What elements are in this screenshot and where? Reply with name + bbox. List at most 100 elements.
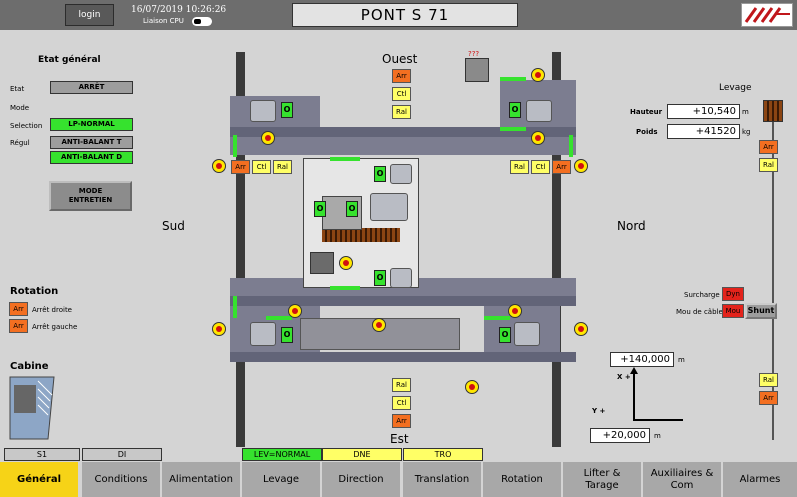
trolley-motor-top	[390, 164, 412, 184]
unknown-label: ???	[468, 50, 480, 58]
status-lev: LEV=NORMAL	[242, 448, 322, 461]
hauteur-unit: m	[742, 108, 749, 116]
sud-ctl-tag: Ctl	[252, 160, 271, 174]
limit-strip-4	[500, 77, 526, 81]
sensor-1	[261, 131, 275, 145]
direction-ouest: Ouest	[382, 52, 418, 66]
tab-conditions[interactable]: Conditions	[82, 462, 162, 497]
limit-strip-1	[233, 135, 237, 157]
tab-alimentation[interactable]: Alimentation	[162, 462, 242, 497]
axis-x-arrowhead	[630, 367, 638, 374]
levage-cable	[772, 122, 774, 440]
position-y-unit: m	[654, 432, 661, 440]
o-status-trolley-mid: O	[346, 201, 358, 217]
direction-nord: Nord	[617, 219, 646, 233]
poids-unit: kg	[742, 128, 751, 136]
sensor-6	[339, 256, 353, 270]
o-status-trolley-bottom: O	[374, 270, 386, 286]
tab-rotation[interactable]: Rotation	[483, 462, 563, 497]
sensor-10	[372, 318, 386, 332]
o-status-top-right: O	[509, 102, 521, 118]
status-di: DI	[82, 448, 162, 461]
trolley-block	[310, 252, 334, 274]
axis-x-arrow	[633, 372, 635, 420]
limit-strip-7	[484, 316, 510, 320]
limit-strip-2	[569, 135, 573, 157]
tab-alarmes[interactable]: Alarmes	[723, 462, 797, 497]
levage-arr-top-tag: Arr	[759, 140, 778, 154]
rail-sud	[236, 52, 245, 447]
rotation-arr-gauche-tag: Arr	[9, 319, 28, 333]
selection-label: Selection	[10, 122, 43, 130]
sensor-2	[531, 68, 545, 82]
tab-auxiliaires-com[interactable]: Auxiliaires & Com	[643, 462, 723, 497]
sensor-11	[574, 322, 588, 336]
arret-droite-label: Arrêt droite	[32, 306, 72, 314]
unknown-block	[465, 58, 489, 82]
arret-gauche-label: Arrêt gauche	[32, 323, 78, 331]
trolley-motor-bottom	[390, 268, 412, 288]
rail-nord	[552, 52, 561, 447]
position-x-unit: m	[678, 356, 685, 364]
position-x-label: X +	[617, 373, 631, 381]
motor-top-right	[526, 100, 552, 122]
o-status-top-left: O	[281, 102, 293, 118]
o-status-trolley-left: O	[314, 201, 326, 217]
o-status-trolley-top: O	[374, 166, 386, 182]
sensor-8	[508, 304, 522, 318]
beam-bottom-cross	[230, 296, 576, 306]
direction-est: Est	[390, 432, 409, 446]
tab-translation[interactable]: Translation	[403, 462, 483, 497]
regul-value-d: ANTI-BALANT D	[50, 151, 133, 164]
sensor-7	[288, 304, 302, 318]
nord-arr-tag: Arr	[552, 160, 571, 174]
position-y-value: +20,000	[590, 428, 650, 443]
etat-label: Etat	[10, 85, 25, 93]
o-status-bottom-right: O	[499, 327, 511, 343]
ouest-arr-tag: Arr	[392, 69, 411, 83]
mode-entretien-button[interactable]: MODE ENTRETIEN	[49, 181, 132, 211]
nord-ctl-tag: Ctl	[531, 160, 550, 174]
motor-top-left	[250, 100, 276, 122]
sensor-5	[574, 159, 588, 173]
est-ral-tag: Ral	[392, 378, 411, 392]
trolley-main-motor	[370, 193, 408, 221]
tab-levage[interactable]: Levage	[242, 462, 322, 497]
tab-direction[interactable]: Direction	[322, 462, 402, 497]
regul-label: Régul	[10, 139, 30, 147]
levage-drum-icon	[763, 100, 783, 122]
liaison-cpu-toggle[interactable]	[192, 17, 212, 26]
etat-value: ARRÊT	[50, 81, 133, 94]
status-tro: TRO	[403, 448, 483, 461]
page-title: PONT S 71	[292, 3, 518, 27]
status-dne: DNE	[322, 448, 402, 461]
levage-ral-top-tag: Ral	[759, 158, 778, 172]
hauteur-label: Hauteur	[630, 108, 663, 116]
sensor-9	[212, 322, 226, 336]
mou-value: Mou	[722, 304, 744, 318]
shunt-button[interactable]: Shunt	[745, 303, 777, 319]
trolley-strip-bottom	[330, 286, 360, 290]
limit-strip-6	[266, 316, 292, 320]
sensor-3	[531, 131, 545, 145]
status-s1: S1	[4, 448, 80, 461]
liaison-cpu-label: Liaison CPU	[143, 17, 184, 25]
hauteur-value: +10,540	[667, 104, 740, 119]
rotation-arr-droite-tag: Arr	[9, 302, 28, 316]
est-ctl-tag: Ctl	[392, 396, 411, 410]
cabine-graphic	[8, 375, 56, 443]
poids-label: Poids	[636, 128, 658, 136]
beam-top-cross	[230, 127, 576, 137]
levage-title: Levage	[719, 83, 752, 93]
beam-bottom-base	[230, 352, 576, 362]
axis-y-arrow	[633, 419, 683, 421]
tab-general[interactable]: Général	[0, 462, 80, 497]
ouest-ral-tag: Ral	[392, 105, 411, 119]
login-button[interactable]: login	[65, 4, 114, 26]
est-arr-tag: Arr	[392, 414, 411, 428]
tab-lifter-tarage[interactable]: Lifter & Tarage	[563, 462, 643, 497]
surcharge-label: Surcharge	[684, 291, 720, 299]
mou-label: Mou de câble	[676, 308, 723, 316]
datetime: 16/07/2019 10:26:26	[131, 5, 227, 15]
ouest-ctl-tag: Ctl	[392, 87, 411, 101]
